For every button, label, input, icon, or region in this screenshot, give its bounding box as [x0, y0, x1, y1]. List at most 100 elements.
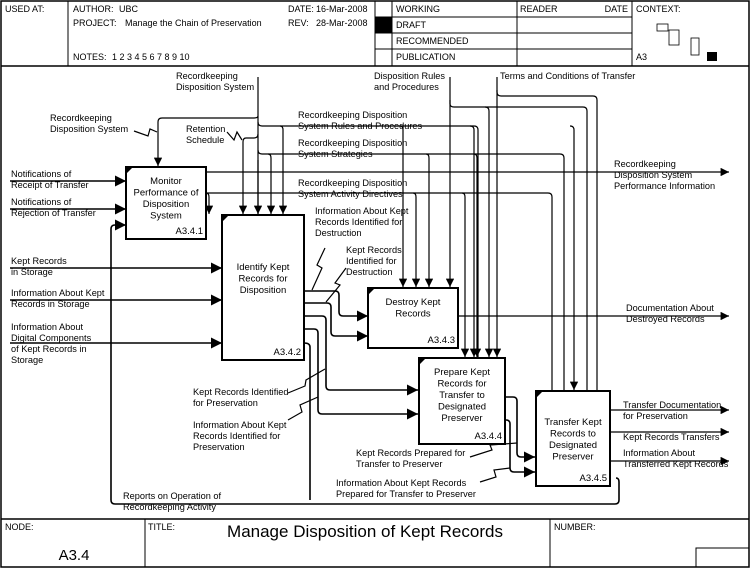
- corner-marker-icon: [419, 358, 426, 365]
- rds-left-zigzag: [133, 128, 158, 137]
- corner-marker-icon: [126, 167, 133, 174]
- control-label-3-line: Disposition Rules: [374, 71, 445, 81]
- activity-name-line: Identify Kept: [237, 262, 290, 273]
- activity-name-line: Designated: [438, 402, 486, 413]
- a342-out-destruction-records: [304, 302, 368, 342]
- reader-label: READER: [520, 4, 558, 14]
- rules-to-a343: [398, 125, 408, 287]
- input-label-4-line: Information About: [11, 322, 83, 332]
- corner-marker-icon: [536, 391, 543, 398]
- output-label-3-line: Kept Records Transfers: [623, 432, 720, 442]
- rules-to-a345: [569, 125, 579, 390]
- context-node: A3: [636, 52, 647, 62]
- status-draft[interactable]: DRAFT: [396, 20, 426, 30]
- output-label-4-line: Information About: [623, 448, 695, 458]
- activity-name-line: Records: [395, 309, 431, 320]
- number-label: NUMBER:: [554, 522, 596, 532]
- activity-name-line: Preserver: [441, 413, 482, 424]
- input-label-2-line: in Storage: [11, 267, 53, 277]
- status-publication[interactable]: PUBLICATION: [396, 52, 455, 62]
- flow-label-4-line: Identified for: [346, 256, 397, 266]
- activity-name-line: System: [150, 211, 182, 222]
- a342-out-destruction-info: [304, 290, 368, 322]
- notes-label: NOTES:: [73, 52, 107, 62]
- control-label-4-line: Terms and Conditions of Transfer: [500, 71, 635, 81]
- rev-label: REV:: [288, 18, 309, 28]
- activity-box-frame: [535, 390, 611, 487]
- output-label-3: Kept Records Transfers: [623, 432, 720, 442]
- flow-label-7-line: Kept Records Prepared for: [356, 448, 465, 458]
- rds-activity-directives: [206, 192, 553, 390]
- input-label-1-line: Rejection of Transfer: [11, 208, 96, 218]
- control-label-1-line: Disposition System: [50, 124, 128, 134]
- activity-box-frame: [125, 166, 207, 240]
- status-working[interactable]: WORKING: [396, 4, 440, 14]
- flow-label-1-line: Recordkeeping Disposition: [298, 138, 407, 148]
- activity-name-line: Destroy Kept: [386, 297, 441, 308]
- activity-id: A3.4.1: [176, 226, 203, 237]
- status-recommended[interactable]: RECOMMENDED: [396, 36, 469, 46]
- date-value: 16-Mar-2008: [316, 4, 368, 14]
- arrows: [10, 77, 729, 505]
- zz-info-destruction: [311, 247, 326, 291]
- flow-label-5-line: for Preservation: [193, 398, 258, 408]
- input-label-3-line: Records in Storage: [11, 299, 90, 309]
- activity-name-line: Disposition: [143, 199, 189, 210]
- input-label-1-line: Notifications of: [11, 197, 72, 207]
- flow-label-0-line: Recordkeeping Disposition: [298, 110, 407, 120]
- output-label-4-line: Transferred Kept Records: [623, 459, 729, 469]
- rds-strategies: [257, 149, 565, 390]
- rev-value: 28-Mar-2008: [316, 18, 368, 28]
- output-label-2-line: for Preservation: [623, 411, 688, 421]
- flow-label-2-line: System Activity Directives: [298, 189, 403, 199]
- activity-id: A3.4.5: [580, 473, 607, 484]
- control-terms-conditions: [496, 77, 598, 390]
- control-label-2-line: Retention: [186, 124, 225, 134]
- zz-prepared-info: [479, 467, 511, 483]
- input-label-3-line: Information About Kept: [11, 288, 105, 298]
- project-value: Manage the Chain of Preservation: [125, 18, 262, 28]
- node-label: NODE:: [5, 522, 34, 532]
- retention-zigzag: [226, 130, 243, 142]
- feedback-from-a342: [303, 342, 311, 500]
- input-label-2-line: Kept Records: [11, 256, 67, 266]
- output-label-1-line: Destroyed Records: [626, 314, 705, 324]
- flow-label-3-line: Destruction: [315, 228, 361, 238]
- activity-name-line: Monitor: [150, 176, 182, 187]
- activity-name-line: Records for: [238, 274, 287, 285]
- flow-label-8-line: Information About Kept Records: [336, 478, 467, 488]
- flow-label-0-line: System Rules and Procedures: [298, 121, 422, 131]
- reader-date-label: DATE: [605, 4, 628, 14]
- directives-to-a343: [411, 192, 421, 287]
- zz-kept-destruction: [325, 267, 347, 303]
- input-label-0-line: Receipt of Transfer: [11, 180, 89, 190]
- input-label-0-line: Notifications of: [11, 169, 72, 179]
- a344-out-prepared: [505, 396, 535, 463]
- activity-id: A3.4.4: [475, 431, 502, 442]
- activity-id: A3.4.3: [428, 335, 455, 346]
